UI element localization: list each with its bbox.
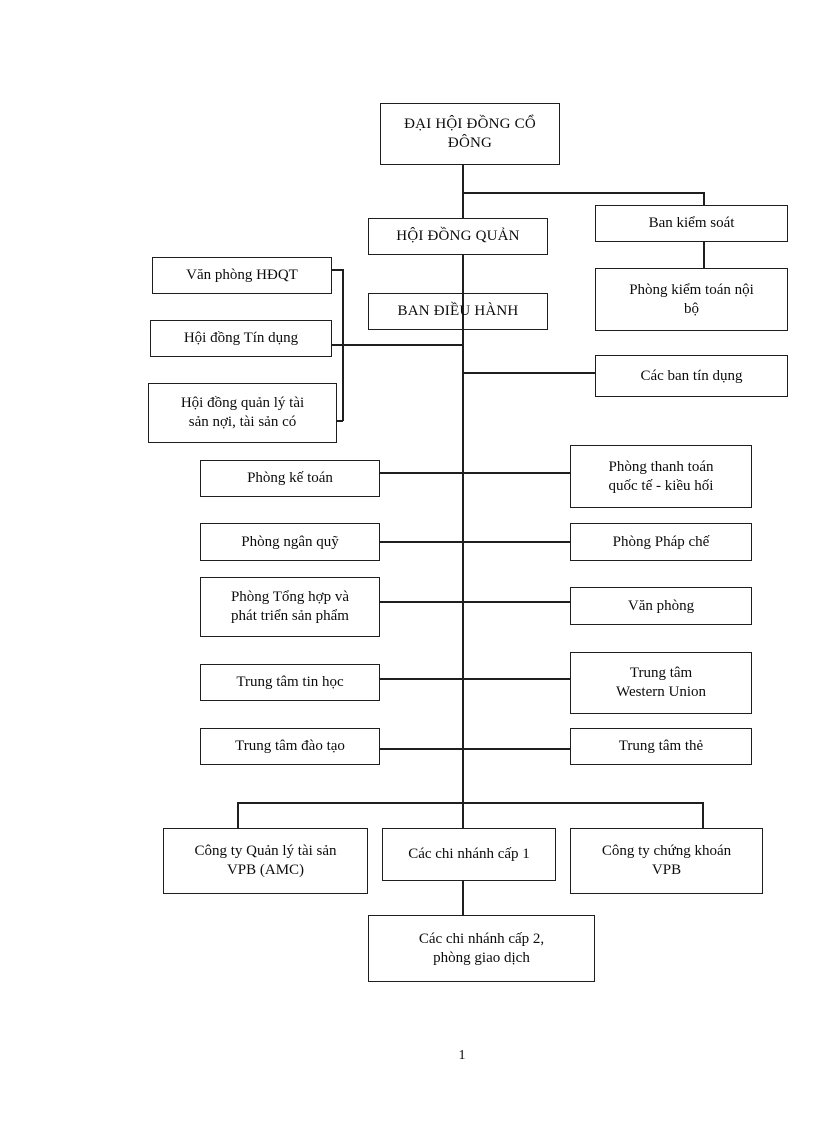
connector-row-it-center — [380, 678, 570, 680]
connector-supervisory-to-audit — [703, 242, 705, 269]
connector-row-treasury — [380, 541, 570, 543]
connector-supervisory-drop — [703, 192, 705, 206]
org-node-internal-audit-department: Phòng kiểm toán nội bộ — [595, 268, 788, 331]
org-node-bod-office: Văn phòng HĐQT — [152, 257, 332, 294]
org-node-office: Văn phòng — [570, 587, 752, 625]
org-node-asset-liability-management-council: Hội đồng quản lý tài sản nợi, tài sản có — [148, 383, 337, 443]
connector-row-training — [380, 748, 570, 750]
org-node-executive-board: BAN ĐIỀU HÀNH — [368, 293, 548, 330]
connector-credit-committees — [462, 372, 595, 374]
org-node-training-center: Trung tâm đào tạo — [200, 728, 380, 765]
org-node-international-payment-remittance-department: Phòng thanh toán quốc tế - kiều hối — [570, 445, 752, 508]
org-node-general-shareholders-meeting: ĐẠI HỘI ĐỒNG CỔ ĐÔNG — [380, 103, 560, 165]
org-node-board-of-directors: HỘI ĐỒNG QUẢN — [368, 218, 548, 255]
connector-bottom-branch-horizontal — [237, 802, 704, 804]
org-node-accounting-department: Phòng kế toán — [200, 460, 380, 497]
org-node-supervisory-board: Ban kiểm soát — [595, 205, 788, 242]
org-node-western-union-center: Trung tâm Western Union — [570, 652, 752, 714]
connector-bottom-left-drop — [237, 802, 239, 829]
connector-row-general-dept — [380, 601, 570, 603]
org-node-level2-branches-transaction-offices: Các chi nhánh cấp 2, phòng giao dịch — [368, 915, 595, 982]
connector-bottom-right-drop — [702, 802, 704, 829]
org-node-treasury-department: Phòng ngân quỹ — [200, 523, 380, 561]
org-node-it-center: Trung tâm tin học — [200, 664, 380, 701]
org-node-credit-committees: Các ban tín dụng — [595, 355, 788, 397]
org-node-level1-branches: Các chi nhánh cấp 1 — [382, 828, 556, 881]
org-node-card-center: Trung tâm thẻ — [570, 728, 752, 765]
org-node-legal-department: Phòng Pháp chế — [570, 523, 752, 561]
org-node-credit-council: Hội đồng Tín dụng — [150, 320, 332, 357]
connector-row-accounting — [380, 472, 570, 474]
connector-bod-office-stub — [331, 269, 343, 271]
connector-alco-stub — [336, 420, 343, 422]
connector-top-branch-horizontal — [462, 192, 704, 194]
page-number: 1 — [458, 1048, 466, 1063]
org-node-general-product-development-department: Phòng Tổng hợp và phát triển sản phẩm — [200, 577, 380, 637]
org-node-securities-company: Công ty chứng khoán VPB — [570, 828, 763, 894]
org-node-asset-management-company: Công ty Quản lý tài sản VPB (AMC) — [163, 828, 368, 894]
connector-credit-council-to-trunk — [331, 344, 462, 346]
connector-trunk-vertical — [462, 165, 464, 915]
